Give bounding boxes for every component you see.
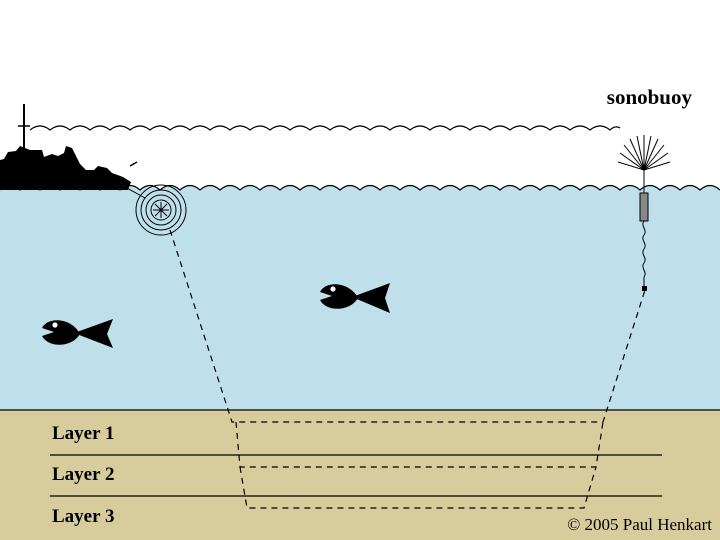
seafloor [0,410,720,540]
sonobuoy-label: sonobuoy [606,85,692,109]
ray-path-layer-1 [169,229,646,423]
layer-3-label: Layer 3 [52,506,115,527]
swell-line [29,125,621,131]
sonobuoy-icon [639,170,649,291]
ray-path-layer-2 [235,421,604,468]
copyright-notice: © 2005 Paul Henkart [567,515,712,534]
sky [0,0,720,190]
ray-paths [169,229,646,509]
ray-path-layer-3 [239,466,597,509]
fish-icon [320,283,390,313]
layer-1-label: Layer 1 [52,423,115,444]
ship-icon [0,104,138,190]
layer-2-label: Layer 2 [52,464,115,485]
antenna-rays-icon [617,135,671,171]
source-rings-icon [126,184,187,236]
fish-icon [42,319,113,348]
